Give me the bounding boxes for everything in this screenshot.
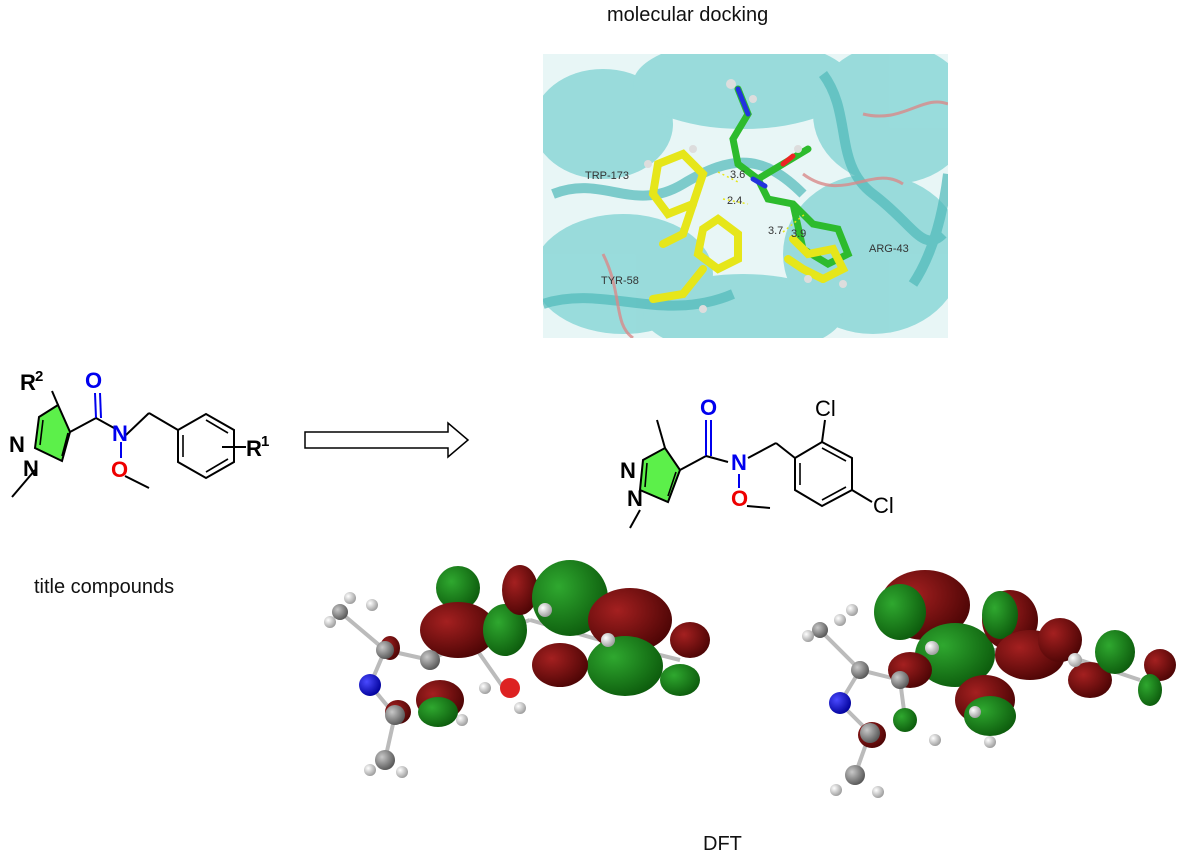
benzene-ring (794, 440, 853, 508)
n-atom-label: N (627, 486, 643, 511)
chlorine-label: Cl (815, 396, 836, 421)
n-atom-label: N (23, 456, 39, 481)
r1-superscript: 1 (261, 433, 269, 450)
title-compounds-caption: title compounds (34, 576, 175, 598)
r1-label: R (246, 436, 262, 461)
chlorine-label: Cl (873, 493, 894, 518)
n-atom-label: N (9, 432, 25, 457)
amide-n-label: N (112, 421, 128, 446)
example-compound-diagram: N N O N O Cl Cl (620, 395, 894, 529)
homo-orbital (324, 560, 710, 778)
distance-label: 3.6 (730, 169, 745, 181)
distance-label: 3.9 (791, 228, 806, 240)
benzene-ring (177, 412, 235, 480)
residue-label-tyr: TYR-58 (601, 275, 639, 287)
dft-orbital-images (324, 560, 1176, 798)
r2-label: R (20, 370, 36, 395)
methoxy-o-label: O (111, 457, 128, 482)
docking-image: TRP-173 TYR-58 ARG-43 3.6 2.4 3.7 3.9 (543, 54, 948, 338)
residue-label-trp: TRP-173 (585, 170, 629, 182)
carbonyl-o-label: O (85, 368, 102, 393)
reaction-arrow (304, 421, 470, 459)
dft-caption: DFT (703, 833, 742, 855)
residue-label-arg: ARG-43 (869, 243, 909, 255)
lumo-orbital (802, 570, 1176, 798)
carbonyl-o-label: O (700, 395, 717, 420)
amide-n-label: N (731, 450, 747, 475)
residue-sticks (648, 149, 849, 303)
methoxy-o-label: O (731, 486, 748, 511)
distance-label: 3.7 (768, 225, 783, 237)
molecular-docking-caption: molecular docking (607, 4, 769, 26)
r2-superscript: 2 (35, 368, 43, 385)
pyrazole-ring (33, 403, 72, 463)
n-atom-label: N (620, 458, 636, 483)
general-structure-diagram: R 2 N N O N O R 1 (9, 368, 269, 498)
